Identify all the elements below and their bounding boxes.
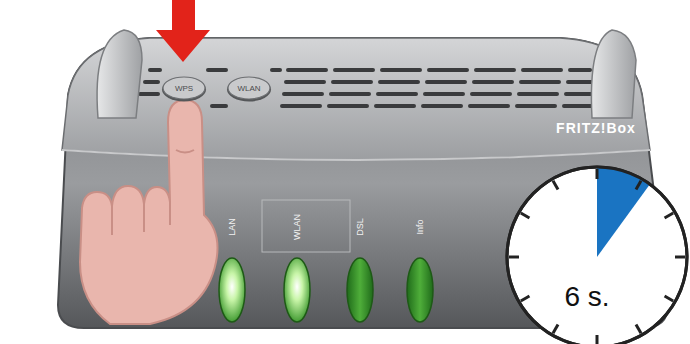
led-lit [284, 258, 310, 322]
clock-tick [596, 335, 599, 344]
led [407, 258, 433, 322]
finger-lines [112, 150, 194, 235]
clock-face [507, 167, 687, 344]
button-label: WPS [162, 76, 206, 100]
antenna [591, 30, 636, 118]
button-cap [228, 77, 270, 99]
led-label: WLAN [292, 207, 302, 247]
vent-slots [140, 70, 606, 106]
button-cap [163, 77, 205, 99]
clock-tick [665, 296, 674, 301]
clock-tick [553, 325, 558, 334]
clock-tick [636, 325, 641, 334]
antenna [97, 30, 142, 118]
press-arrow [156, 0, 210, 62]
clock-shape [505, 165, 689, 344]
button-label: WLAN [227, 76, 271, 100]
wps-button: WPS [162, 76, 206, 100]
brand-logo: FRITZ!Box [556, 120, 636, 136]
led-label: Info [415, 207, 425, 247]
clock-tick [665, 213, 674, 218]
edge-highlight [62, 150, 650, 160]
clock-tick [596, 169, 599, 179]
wlan-button: WLAN [227, 76, 271, 100]
hand [80, 100, 218, 324]
clock-tick [509, 256, 519, 259]
led [347, 258, 373, 322]
clock-tick [675, 256, 685, 259]
clock-tick [521, 213, 530, 218]
router-top [62, 38, 650, 160]
led-window [262, 200, 350, 252]
time-label: 6 s. [495, 205, 679, 344]
led-lit [219, 258, 245, 322]
clock-tick [636, 181, 641, 190]
clock-rim [507, 167, 687, 344]
timer-clock: 6 s. [505, 165, 689, 344]
led-label: DSL [355, 207, 365, 247]
clock-tick [553, 181, 558, 190]
led-label: LAN [227, 207, 237, 247]
clock-tick [521, 296, 530, 301]
